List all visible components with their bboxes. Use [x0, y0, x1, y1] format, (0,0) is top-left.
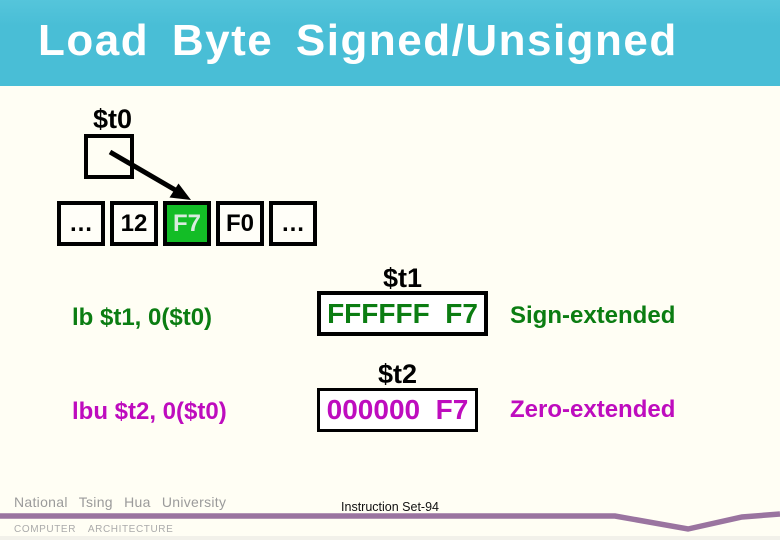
footer-page-number: Instruction Set-94	[341, 500, 439, 514]
register-t0-box	[84, 134, 134, 179]
lb-instruction: lb $t1, 0($t0)	[72, 304, 213, 331]
lbu-instruction: lbu $t2, 0($t0)	[72, 398, 227, 425]
footer-university-text: National Tsing Hua University	[14, 494, 227, 510]
bottom-edge-strip	[0, 536, 780, 540]
title-bar: Load Byte Signed/Unsigned	[0, 0, 780, 86]
register-t1-value-box: FFFFFF F7	[317, 291, 488, 336]
register-t0-label: $t0	[93, 104, 133, 134]
memory-cell: …	[269, 201, 317, 246]
register-t1-label: $t1	[382, 263, 423, 293]
memory-cell-highlighted: F7	[163, 201, 211, 246]
memory-cell: F0	[216, 201, 264, 246]
memory-cell: 12	[110, 201, 158, 246]
register-t2-value-box: 000000 F7	[317, 388, 478, 432]
register-t2-label: $t2	[377, 359, 418, 389]
memory-cell: …	[57, 201, 105, 246]
slide-title: Load Byte Signed/Unsigned	[38, 16, 678, 65]
zero-extended-note: Zero-extended	[510, 396, 676, 423]
sign-extended-note: Sign-extended	[510, 302, 676, 329]
footer-department-text: COMPUTER ARCHITECTURE	[14, 524, 174, 535]
memory-row: … 12 F7 F0 …	[57, 201, 317, 246]
